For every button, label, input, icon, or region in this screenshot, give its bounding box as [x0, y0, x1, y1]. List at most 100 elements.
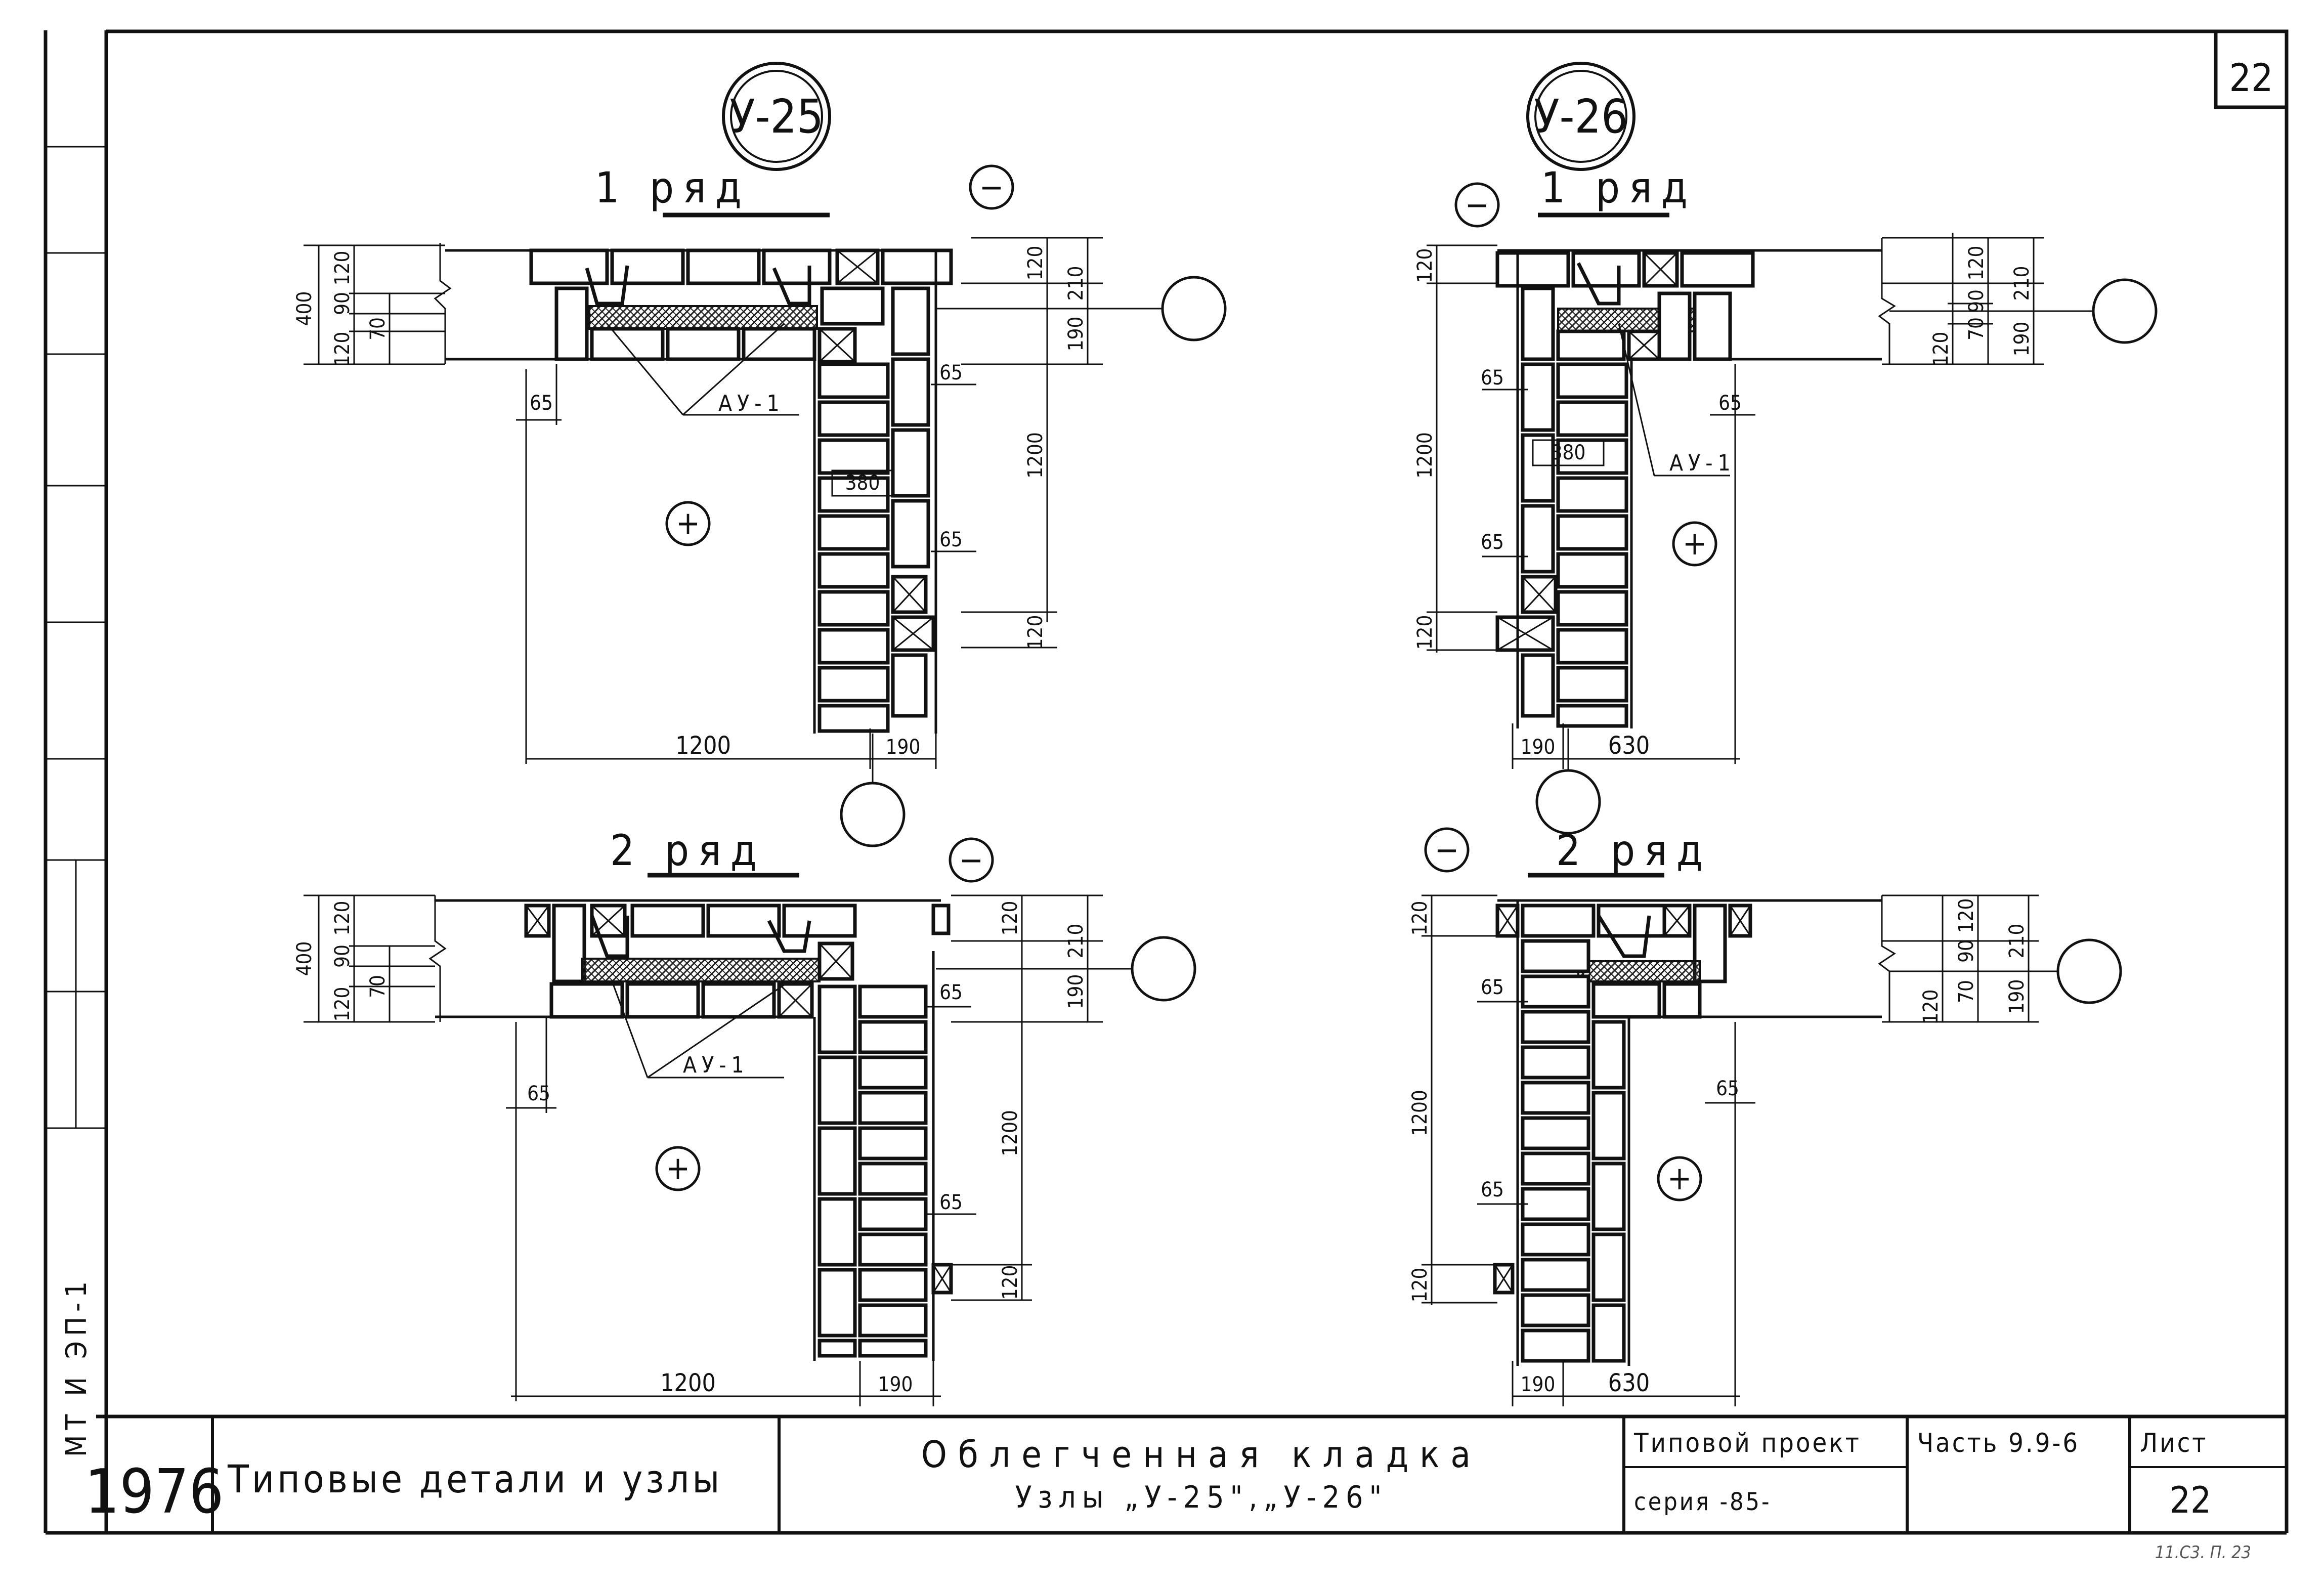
u25-row1-column — [817, 286, 935, 733]
u25r1-dim-bottom-190: 190 — [886, 736, 921, 759]
u25r1-dim-65b: 65 — [939, 361, 963, 384]
u25-row1-minus: − — [979, 169, 1004, 206]
u26-row1-minus: − — [1465, 187, 1489, 224]
u25r1-dim-120a: 120 — [331, 251, 354, 286]
u25r1-dim-65a: 65 — [530, 392, 553, 415]
u25r1-dim-r1200: 1200 — [1024, 432, 1047, 479]
project-label: Типовой проект — [1633, 1428, 1861, 1458]
u26-row2-plan: 2 ряд − — [1408, 826, 2122, 1406]
u25r1-dim-400: 400 — [293, 291, 316, 326]
sheet-frame — [44, 29, 2289, 1535]
u26r2-dim-bottom-190: 190 — [1521, 1373, 1556, 1396]
u26r1-dim-65b: 65 — [1481, 531, 1504, 554]
u26r1-dim-r190: 190 — [2010, 322, 2034, 357]
u25-row2-minus: − — [959, 842, 983, 879]
u26-row2-plus: + — [1667, 1160, 1692, 1197]
u25r2-anchor-label: АУ-1 — [683, 1052, 749, 1078]
typical-details-text: Типовые детали и узлы — [227, 1456, 722, 1501]
u26r1-dim-65c: 65 — [1718, 392, 1742, 415]
u25r1-dim-r120: 120 — [1024, 246, 1047, 281]
u26r2-dim-l1200: 1200 — [1408, 1090, 1432, 1136]
drawing-title-line2: Узлы „У-25",„У-26" — [1015, 1480, 1388, 1515]
corner-sheet-number: 22 — [2229, 55, 2273, 100]
u26r2-dim-65b: 65 — [1481, 1178, 1504, 1201]
series-label: серия -85- — [1634, 1488, 1772, 1516]
u25r2-dim-bottom-190: 190 — [878, 1373, 913, 1396]
u25r2-dim-90: 90 — [331, 944, 354, 968]
u26-row1-plan: 1 ряд − — [1413, 163, 2158, 835]
u26r2-dim-65a: 65 — [1481, 976, 1504, 999]
scribble-text: 11.С3. П. 23 — [2155, 1542, 2251, 1563]
u25-row2-plan: 2 ряд − — [293, 826, 1196, 1406]
u26r1-dim-bottom-630: 630 — [1608, 732, 1650, 760]
u26r1-dim-bottom-190: 190 — [1521, 736, 1556, 759]
u25r1-dim-bottom-1200: 1200 — [675, 732, 731, 760]
u25r1-dim-r210: 210 — [1064, 266, 1088, 301]
u25r1-dim-r190: 190 — [1064, 317, 1088, 352]
sheet-label: Лист — [2140, 1428, 2208, 1458]
u25r2-dim-r1200: 1200 — [999, 1110, 1022, 1156]
u26r2-dim-r190: 190 — [2005, 979, 2029, 1014]
u26r2-dim-r120b: 120 — [1919, 990, 1943, 1024]
u26r1-dim-r120b: 120 — [1929, 332, 1953, 367]
node-u25-label — [722, 62, 831, 171]
u26r2-dim-l120b: 120 — [1408, 1268, 1432, 1303]
u26r2-dim-r120a: 120 — [1955, 898, 1978, 933]
u26r1-dim-380: 380 — [1551, 441, 1586, 464]
u26r1-dim-r90: 90 — [1965, 289, 1988, 313]
u26r2-dim-r70: 70 — [1955, 980, 1978, 1003]
u25r1-dim-65c: 65 — [939, 528, 963, 551]
u25r2-dim-65b: 65 — [939, 981, 963, 1004]
u26r1-dim-r70: 70 — [1965, 317, 1988, 340]
u26r2-dim-bottom-630: 630 — [1608, 1369, 1650, 1397]
u25r1-dim-120b: 120 — [331, 332, 354, 367]
u25r2-dim-65a: 65 — [527, 1082, 550, 1105]
u25-row2-column — [817, 904, 953, 1358]
u26-row1-title: 1 ряд — [1541, 163, 1697, 212]
u25r2-dim-bottom-1200: 1200 — [660, 1369, 716, 1397]
u25r2-dim-r210: 210 — [1064, 924, 1088, 959]
drawing-title-line1: Облегченная кладка — [921, 1433, 1482, 1476]
u25r1-dim-380: 380 — [845, 471, 880, 495]
u25r2-dim-70: 70 — [366, 975, 390, 998]
u26r1-dim-l120a: 120 — [1413, 248, 1437, 283]
sheet-number: 22 — [2170, 1479, 2211, 1521]
u26r1-dim-r210: 210 — [2010, 266, 2034, 301]
node-u25-id: У-25 — [729, 90, 824, 144]
u26-row1-column — [1495, 362, 1628, 728]
u25r1-dim-r120b: 120 — [1024, 615, 1047, 650]
u26r1-dim-65a: 65 — [1481, 366, 1504, 390]
u26r1-anchor-label: АУ-1 — [1669, 450, 1736, 476]
u25r2-dim-400: 400 — [293, 941, 316, 976]
u26r1-dim-l120b: 120 — [1413, 615, 1437, 650]
side-code: МТ И ЭП-1 — [60, 1276, 93, 1457]
u25r1-dim-90: 90 — [331, 292, 354, 315]
u26-row2-column — [1493, 939, 1626, 1363]
u25r2-dim-120a: 120 — [331, 901, 354, 936]
u25-row2-plus: + — [666, 1150, 690, 1187]
u26r1-dim-r120a: 120 — [1965, 246, 1988, 281]
u26r1-dim-l1200: 1200 — [1413, 432, 1437, 479]
year-text: 1976 — [85, 1457, 224, 1527]
u25r2-dim-120b: 120 — [331, 987, 354, 1022]
node-u26-label — [1526, 62, 1636, 171]
u26r2-dim-r210: 210 — [2005, 924, 2029, 959]
u25r1-dim-70: 70 — [366, 317, 390, 340]
u25-row2-title: 2 ряд — [610, 826, 766, 875]
u25r2-dim-r120b: 120 — [999, 1265, 1022, 1300]
u26r2-dim-65c: 65 — [1716, 1077, 1739, 1100]
node-u26-id: У-26 — [1534, 90, 1628, 144]
u25r2-dim-r120: 120 — [999, 901, 1022, 936]
u25-row1-plus: + — [676, 505, 700, 542]
title-block — [96, 1414, 2287, 1533]
u25-row1-title: 1 ряд — [595, 163, 751, 212]
u26r2-dim-r90: 90 — [1955, 939, 1978, 963]
u26r2-dim-l120a: 120 — [1408, 901, 1432, 936]
u26-row2-title: 2 ряд — [1556, 826, 1712, 875]
part-label: Часть 9.9-6 — [1917, 1428, 2080, 1458]
u25r1-anchor-label: АУ-1 — [718, 391, 785, 416]
u25r2-dim-r190: 190 — [1064, 974, 1088, 1009]
u25r2-dim-65c: 65 — [939, 1191, 963, 1214]
u25-row1-plan: 1 ряд − — [293, 163, 1227, 847]
